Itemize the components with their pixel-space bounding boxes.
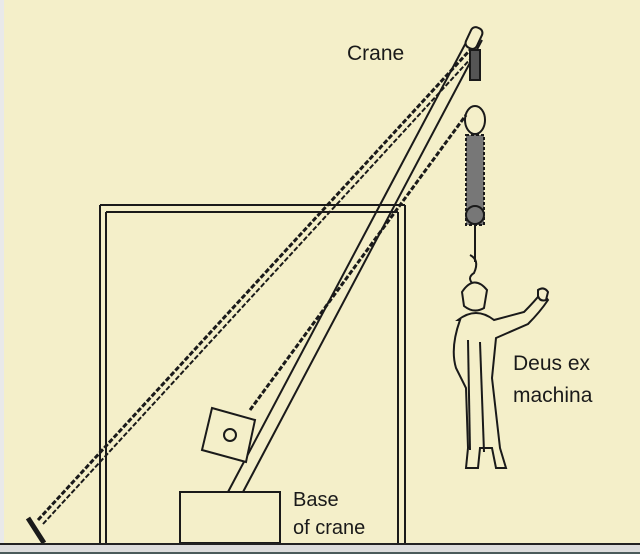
crane-label: Crane — [347, 42, 405, 65]
base-label-line1: Base — [293, 489, 339, 511]
base-label-line2: of crane — [293, 517, 366, 539]
statue-figure — [452, 281, 550, 469]
counterweight — [200, 406, 257, 464]
counterweight-rope — [248, 114, 468, 411]
bottom-border — [0, 543, 640, 554]
deus-ex-machina-label-line2: machina — [513, 384, 593, 407]
pulley-tip — [464, 26, 484, 50]
deus-ex-machina-label-line1: Deus ex — [513, 352, 591, 375]
crane-boom — [227, 34, 483, 493]
rope — [36, 48, 475, 525]
crane-base — [179, 491, 281, 543]
hoist-chain — [464, 49, 486, 286]
stage-frame — [99, 204, 406, 543]
crane-drawing — [25, 26, 550, 543]
diagram-canvas: Crane Deus ex machina Base of crane — [4, 0, 640, 543]
ground-anchor — [25, 516, 47, 543]
